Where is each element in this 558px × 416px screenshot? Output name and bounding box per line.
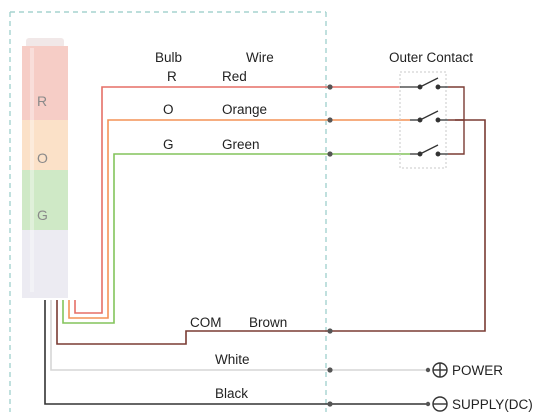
bulb-label-o: O — [163, 102, 174, 117]
tower-label-g: G — [37, 207, 48, 223]
header-outer-contact: Outer Contact — [389, 50, 473, 65]
wire-label-brown: Brown — [249, 315, 287, 330]
junction-dot-com — [327, 328, 333, 334]
wire-label-green: Green — [222, 137, 260, 152]
wire-label-black: Black — [215, 386, 248, 401]
tower-base — [22, 230, 68, 298]
switch-common-bus — [448, 86, 465, 155]
junction-dot-red — [327, 84, 333, 90]
outer-contact-box — [399, 71, 465, 169]
wire-black — [44, 300, 428, 405]
junction-dot-white — [327, 367, 333, 373]
wire-label-orange: Orange — [222, 102, 267, 117]
power-label: POWER — [452, 363, 503, 378]
bulb-label-g: G — [163, 137, 174, 152]
terminal-dot-power — [425, 367, 431, 373]
lead-wires — [44, 86, 486, 405]
bulb-label-r: R — [167, 69, 177, 84]
wire-green — [62, 153, 410, 324]
header-wire: Wire — [246, 50, 274, 65]
junction-dots — [327, 84, 431, 407]
dashed-enclosure — [9, 11, 327, 412]
com-label: COM — [190, 315, 222, 330]
switch-r — [400, 77, 448, 90]
header-bulb: Bulb — [155, 50, 182, 65]
supply-terminal: SUPPLY(DC) — [432, 396, 533, 412]
tower-segment-o — [22, 120, 68, 178]
wire-orange — [68, 119, 410, 319]
terminal-dot-supply — [425, 401, 431, 407]
signal-tower: R O G — [22, 38, 68, 298]
tower-segment-g — [22, 170, 68, 232]
switch-g — [410, 144, 448, 157]
supply-label: SUPPLY(DC) — [452, 397, 533, 412]
tower-highlight — [30, 48, 34, 292]
junction-dot-green — [327, 151, 333, 157]
switch-o — [410, 110, 448, 123]
tower-label-o: O — [37, 150, 48, 166]
wire-red — [74, 86, 400, 314]
junction-dot-black — [327, 401, 333, 407]
wire-white — [50, 300, 428, 371]
tower-cap — [26, 38, 64, 48]
wire-brown-com — [56, 119, 486, 345]
wire-label-white: White — [215, 352, 250, 367]
wire-label-red: Red — [222, 69, 247, 84]
power-terminal: POWER — [432, 362, 503, 378]
tower-segment-r — [22, 46, 68, 120]
junction-dot-orange — [327, 117, 333, 123]
tower-label-r: R — [37, 93, 47, 109]
